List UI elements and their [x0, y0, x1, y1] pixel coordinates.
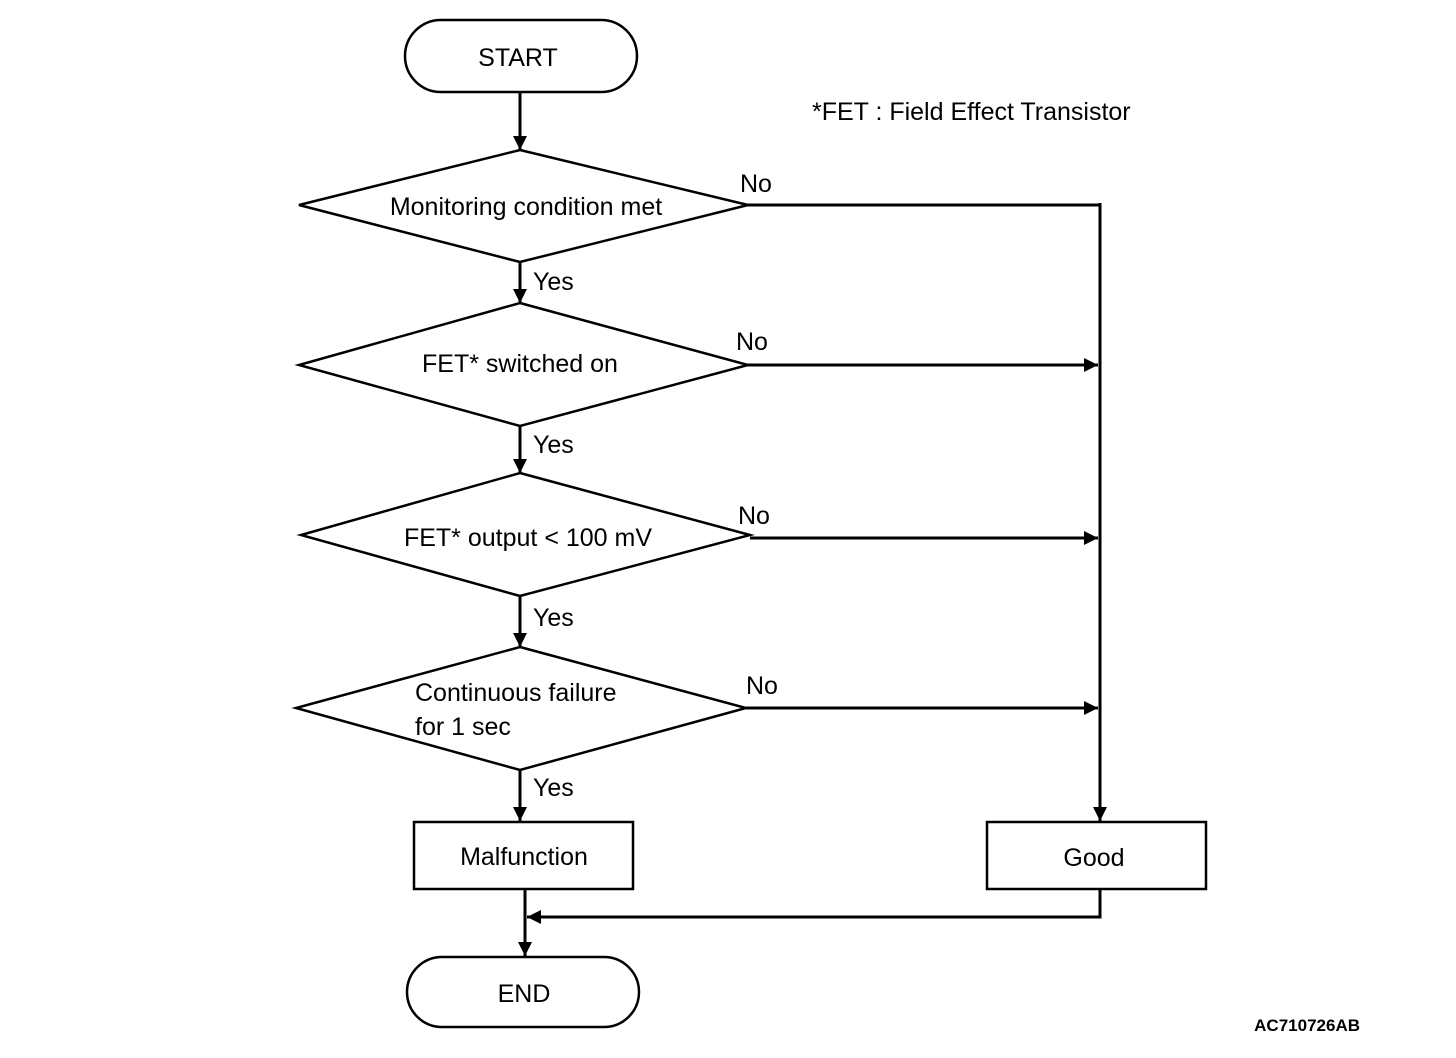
no-label-1: No: [740, 170, 772, 198]
decision2-label: FET* switched on: [422, 350, 618, 378]
decision4-label-line2: for 1 sec: [415, 713, 511, 741]
decision3-label: FET* output < 100 mV: [404, 524, 652, 552]
connectors: [513, 92, 1107, 956]
yes-label-4: Yes: [533, 774, 574, 802]
decision-monitoring-condition: Monitoring condition met: [298, 148, 749, 264]
decision-fet-output: FET* output < 100 mV: [296, 471, 755, 598]
footnote: *FET : Field Effect Transistor: [812, 98, 1131, 126]
branch-labels: No Yes No Yes No Yes No Yes: [533, 170, 778, 802]
arrow-good-to-end-line: [527, 890, 1102, 924]
malfunction-label: Malfunction: [460, 843, 588, 871]
end-label: END: [498, 980, 551, 1008]
good-label: Good: [1063, 844, 1124, 872]
decision1-label: Monitoring condition met: [390, 193, 662, 221]
decision-continuous-failure: Continuous failure for 1 sec: [291, 645, 751, 772]
yes-label-2: Yes: [533, 431, 574, 459]
figure-code: AC710726AB: [1254, 1016, 1360, 1035]
yes-label-3: Yes: [533, 604, 574, 632]
no-label-4: No: [746, 672, 778, 700]
good-box: Good: [985, 820, 1208, 891]
decision-fet-switched-on: FET* switched on: [294, 301, 753, 428]
yes-label-1: Yes: [533, 268, 574, 296]
start-label: START: [478, 44, 558, 72]
no-label-3: No: [738, 502, 770, 530]
malfunction-box: Malfunction: [412, 820, 635, 891]
decision4-label-line1: Continuous failure: [415, 679, 617, 707]
no-label-2: No: [736, 328, 768, 356]
end-terminator: END: [405, 955, 641, 1029]
start-terminator: START: [403, 18, 639, 94]
